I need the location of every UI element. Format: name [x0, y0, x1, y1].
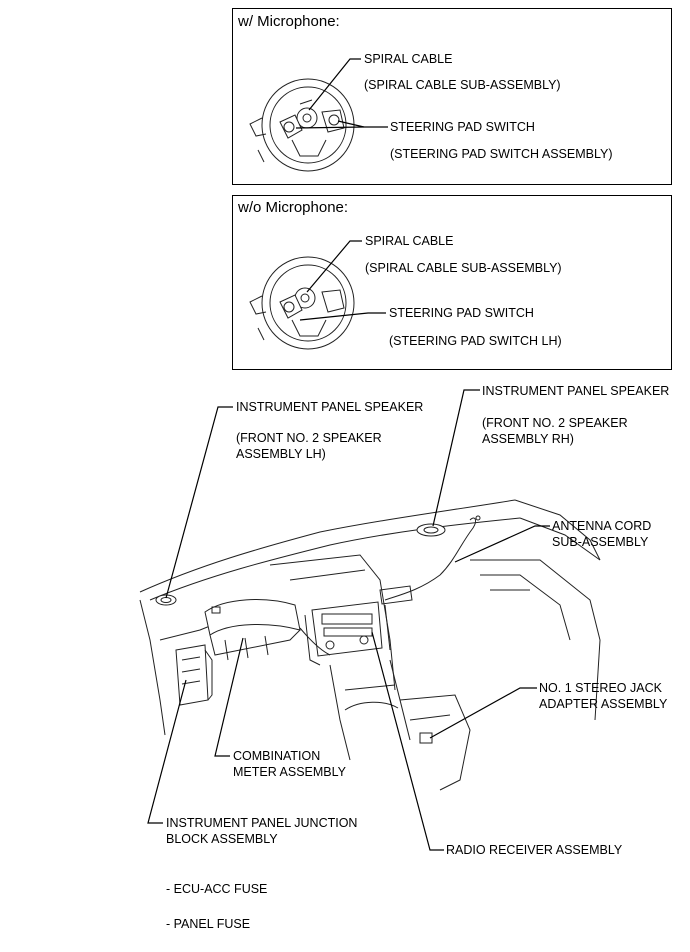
spiral-cable-label-2: SPIRAL CABLE [365, 234, 454, 248]
leader-combination-meter [214, 637, 244, 757]
stereo-jack-label-1: NO. 1 STEREO JACK [539, 681, 662, 695]
without-microphone-panel [232, 195, 672, 370]
leader-speaker-rh [432, 389, 480, 527]
with-microphone-title: w/ Microphone: [238, 13, 340, 30]
junction-block-label-2: BLOCK ASSEMBLY [166, 832, 278, 846]
dashboard-drawing [139, 499, 601, 791]
spiral-cable-label-1: SPIRAL CABLE [364, 52, 453, 66]
leader-speaker-lh [165, 406, 233, 599]
with-microphone-panel [232, 8, 672, 185]
combination-meter-label-1: COMBINATION [233, 749, 321, 763]
steering-pad-switch-sub-label-1: (STEERING PAD SWITCH ASSEMBLY) [390, 147, 613, 161]
leader-stereo-jack [429, 687, 537, 739]
spiral-cable-sub-label-2: (SPIRAL CABLE SUB-ASSEMBLY) [365, 261, 562, 275]
speaker-rh-label: INSTRUMENT PANEL SPEAKER [482, 384, 670, 398]
antenna-cord-label-1: ANTENNA CORD [552, 519, 652, 533]
steering-pad-switch-sub-label-2: (STEERING PAD SWITCH LH) [389, 334, 562, 348]
steering-pad-switch-label-2: STEERING PAD SWITCH [389, 306, 534, 320]
leader-pad-switch-1b [337, 120, 365, 128]
leader-pad-switch-2 [299, 312, 386, 321]
steering-wheel-without-mic [249, 256, 355, 350]
speaker-lh-sub1: (FRONT NO. 2 SPEAKER [236, 431, 382, 445]
radio-receiver-label: RADIO RECEIVER ASSEMBLY [446, 843, 623, 857]
combination-meter-label-2: METER ASSEMBLY [233, 765, 346, 779]
spiral-cable-sub-label-1: (SPIRAL CABLE SUB-ASSEMBLY) [364, 78, 561, 92]
leader-antenna [454, 525, 550, 563]
speaker-lh-label: INSTRUMENT PANEL SPEAKER [236, 400, 424, 414]
speaker-rh-sub1: (FRONT NO. 2 SPEAKER [482, 416, 628, 430]
leader-spiral-cable-1 [308, 58, 361, 111]
leader-radio-receiver [371, 631, 444, 851]
leader-spiral-cable-2 [306, 240, 362, 293]
leader-junction-block [147, 679, 187, 824]
speaker-rh-sub2: ASSEMBLY RH) [482, 432, 574, 446]
steering-pad-switch-label-1: STEERING PAD SWITCH [390, 120, 535, 134]
without-microphone-title: w/o Microphone: [238, 199, 349, 216]
stereo-jack-label-2: ADAPTER ASSEMBLY [539, 697, 668, 711]
fuse-panel: - PANEL FUSE [166, 917, 251, 931]
antenna-cord-label-2: SUB-ASSEMBLY [552, 535, 649, 549]
junction-block-label-1: INSTRUMENT PANEL JUNCTION [166, 816, 358, 830]
fuse-ecu-acc: - ECU-ACC FUSE [166, 882, 268, 896]
steering-wheel-with-mic [249, 78, 355, 172]
speaker-lh-sub2: ASSEMBLY LH) [236, 447, 326, 461]
